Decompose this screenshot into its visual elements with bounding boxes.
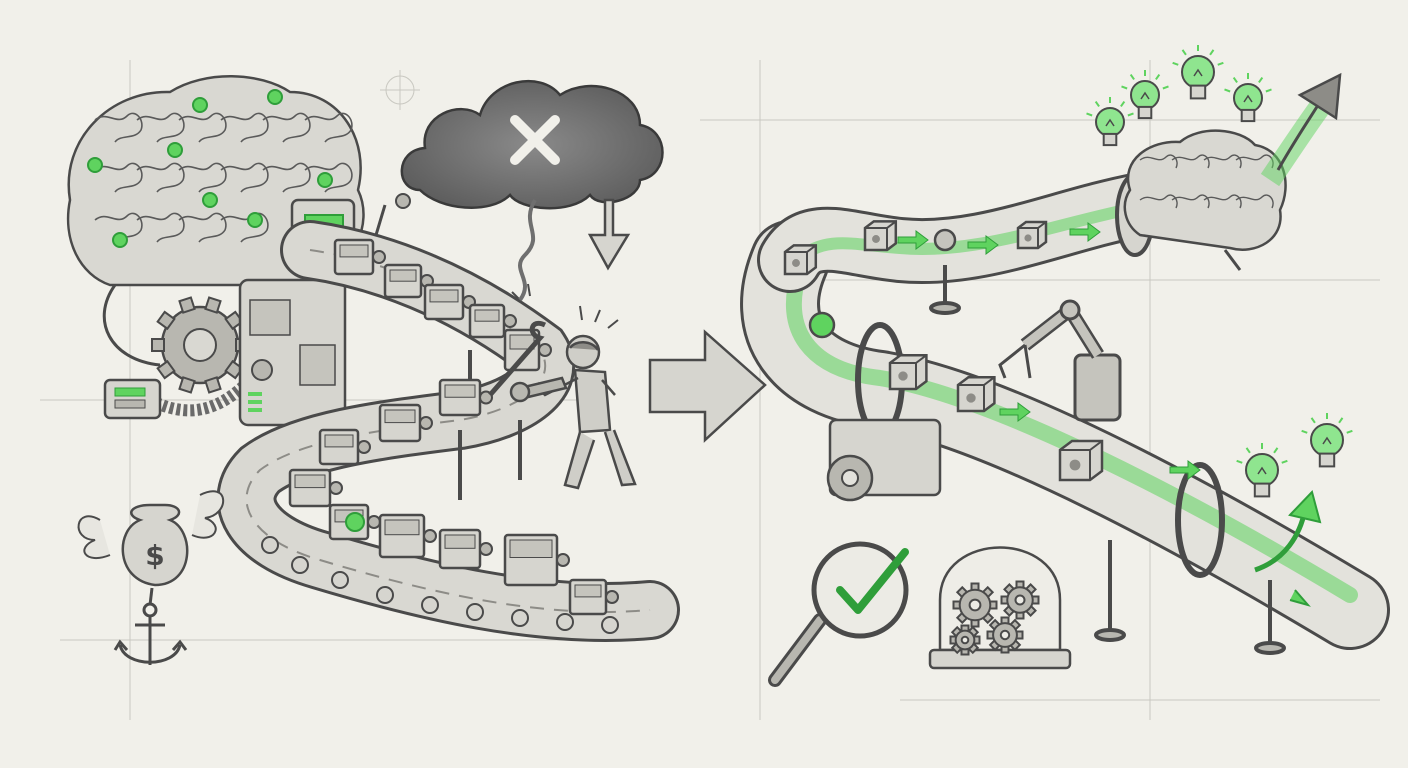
left-panel-inefficient-machine: $ [66,75,680,665]
neural-nodes [87,89,333,248]
conveyor-box-cluster [288,238,619,616]
green-arrow-icon [1254,490,1322,607]
gear-icon [952,582,998,628]
battery-icon [103,378,162,420]
flow-arrows [897,222,1201,480]
glass-dome-gears [928,546,1072,670]
roller [331,571,349,589]
right-panel-efficient-pipeline [740,45,1390,687]
wrench-icon [509,376,568,403]
flow-arrow-icon [1069,222,1101,242]
dollar-sign: $ [145,539,164,572]
crowbar-tool [488,320,547,397]
pipeline-tube [740,172,1390,655]
neural-node [112,232,128,248]
pipeline-cube [956,375,996,413]
lightbulb-icon [1301,413,1353,468]
lightbulb-icon [1172,45,1224,100]
conveyor-box [468,303,517,339]
conveyor-box [318,428,371,466]
pipeline-base-machine [826,418,942,502]
green-sphere [345,512,365,532]
gear-icon [151,296,249,394]
worker-figure [537,334,637,490]
roller [421,596,439,614]
check-mark-icon [836,548,909,614]
roller [556,613,574,631]
pipeline-cube [863,220,898,252]
conveyor-box [378,513,437,559]
conveyor-box [438,378,493,417]
gear-icon [986,616,1024,654]
conveyor-box [378,403,433,443]
conveyor-box [438,528,493,570]
hose [147,375,255,417]
lightbulb-icon [1121,70,1169,120]
conveyor-rollers [261,536,619,634]
gear-icon [949,624,981,656]
neural-node [267,89,283,105]
lightbulb-icon [1224,73,1272,123]
roller [376,586,394,604]
flow-arrow-icon [967,235,999,255]
cable [102,284,161,367]
conveyor-box [333,238,386,276]
neural-node [317,172,333,188]
neural-node [167,142,183,158]
lightbulb-icon [1236,443,1288,498]
neural-node [192,97,208,113]
pipeline-spheres [808,228,957,339]
conveyor-box [503,328,552,372]
roller [261,536,279,554]
storm-cloud [400,79,664,302]
neural-node [202,192,218,208]
conveyor-box [503,533,570,587]
robotic-arm-icon [998,299,1122,422]
lightbulb-group [1086,45,1353,498]
conveyor-box [383,263,434,299]
x-mark-icon [510,115,560,165]
pipeline-cubes [783,220,1104,482]
anchor-icon [113,587,188,665]
money-bag-icon: $ [77,490,225,587]
pipeline-cube [783,244,818,276]
roller [511,609,529,627]
down-arrow-icon [587,198,631,271]
lightbulb-icon [1086,97,1134,147]
flow-arrow-icon [1169,460,1201,480]
conveyor-box [288,468,343,508]
flow-arrow-icon [897,230,929,250]
growth-arrow-icon [1260,72,1342,187]
neural-node [247,212,263,228]
neural-node [87,157,103,173]
roller [466,603,484,621]
pipeline-cube [1058,439,1104,482]
pipeline-cube [888,353,928,391]
magnifying-glass-icon [768,541,909,687]
transition-arrow-icon [648,329,767,443]
roller [601,616,619,634]
flow-arrow-icon [999,402,1031,422]
conveyor-box [568,578,619,616]
roller [291,556,309,574]
pipeline-cube [1016,220,1048,250]
gear-icon [1000,580,1040,620]
brain-icon [1123,129,1287,271]
